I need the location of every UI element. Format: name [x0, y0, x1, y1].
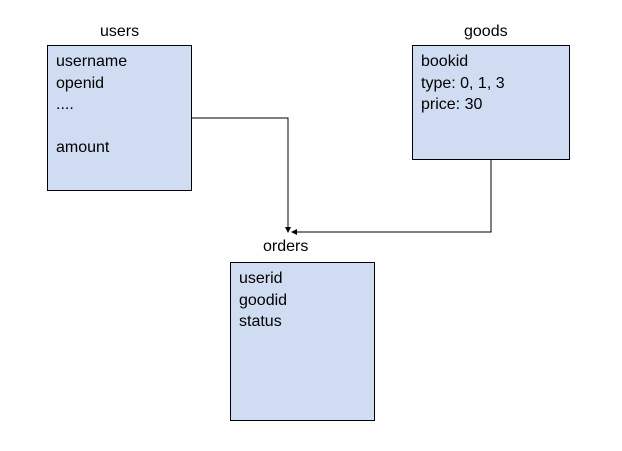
orders-entity-box: userid goodid status: [230, 262, 375, 421]
users-field: amount: [56, 139, 110, 156]
goods-title: goods: [464, 23, 508, 40]
orders-field: goodid: [239, 291, 288, 309]
goods-field: type: 0, 1, 3: [421, 74, 505, 92]
users-to-orders-connector: [192, 117, 291, 233]
orders-title: orders: [263, 238, 309, 255]
goods-to-orders-connector: [291, 160, 492, 235]
users-title: users: [100, 23, 140, 40]
users-field: openid: [56, 74, 105, 92]
orders-field: userid: [239, 270, 283, 287]
users-entity-box: username openid .... amount: [47, 45, 192, 191]
goods-field: bookid: [421, 53, 469, 70]
users-field: username: [56, 53, 128, 70]
goods-entity-box: bookid type: 0, 1, 3 price: 30: [412, 45, 570, 160]
goods-field: price: 30: [421, 96, 483, 113]
users-field: ....: [56, 96, 74, 113]
orders-field: status: [239, 313, 282, 330]
